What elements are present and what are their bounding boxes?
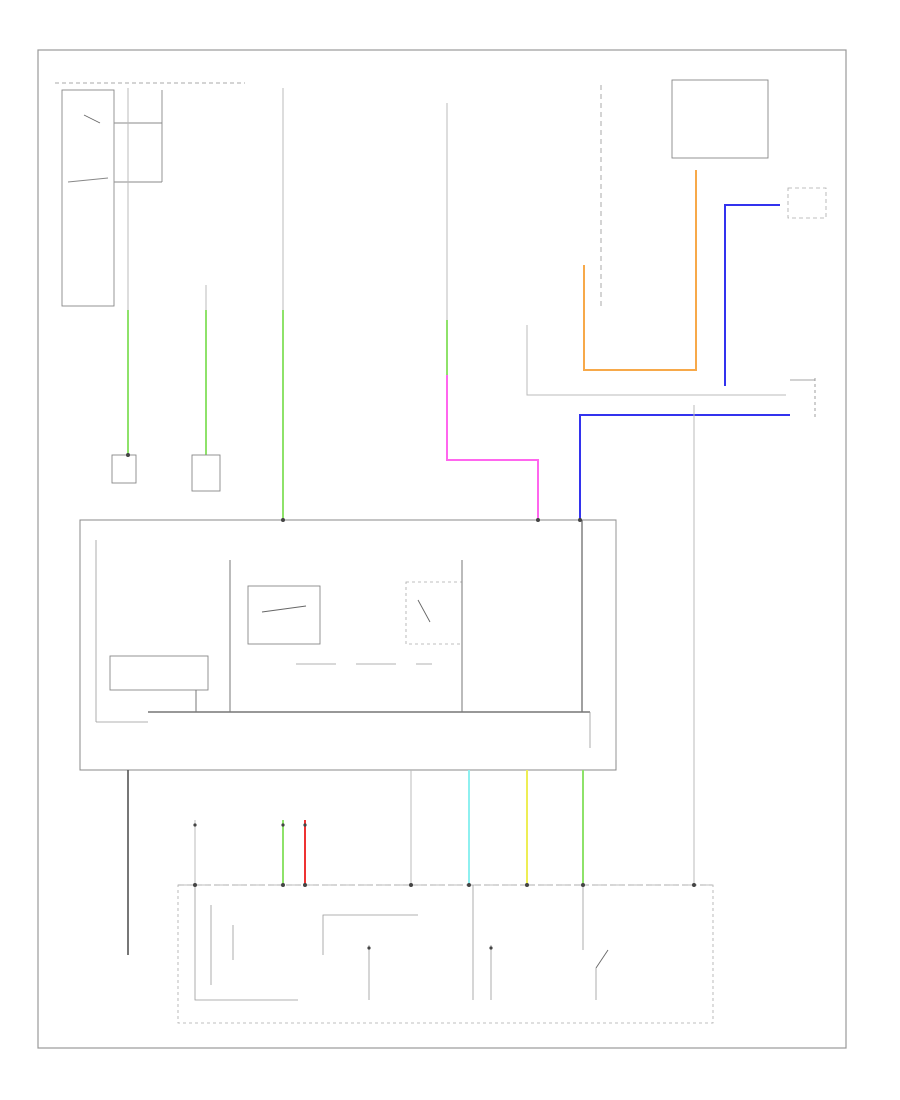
- junction-dot: [193, 823, 197, 827]
- pink-wire: [446, 375, 539, 520]
- junction-dot: [536, 518, 540, 522]
- junction-dot: [303, 823, 307, 827]
- switch-component-2: [191, 454, 221, 492]
- lower-wire-3: [194, 885, 298, 1001]
- junction-dot: [581, 883, 585, 887]
- junction-dot: [367, 946, 371, 950]
- junction-dot: [489, 946, 493, 950]
- junction-dot: [525, 883, 529, 887]
- sensor-box: [787, 187, 827, 219]
- junction-dot: [126, 453, 130, 457]
- relay-1-switch: [261, 605, 307, 613]
- junction-dot: [409, 883, 413, 887]
- junction-dot: [467, 883, 471, 887]
- switch-component-1: [111, 454, 137, 484]
- relay-2-box: [405, 581, 463, 645]
- relay-1-box: [247, 585, 321, 645]
- junction-dot: [578, 518, 582, 522]
- lower-switch-contact: [595, 949, 609, 969]
- relay-2-switch: [417, 599, 431, 623]
- junction-dot: [303, 883, 307, 887]
- orange-wire: [583, 170, 697, 371]
- junction-dot: [193, 883, 197, 887]
- relay-coil-wire: [67, 177, 109, 183]
- blue-wire-2: [579, 414, 790, 520]
- fuse-relay-box: [61, 89, 115, 307]
- junction-dot: [281, 883, 285, 887]
- blue-wire-1: [724, 204, 780, 386]
- junction-dot: [692, 883, 696, 887]
- relay-switch: [83, 114, 101, 124]
- junction-dot: [281, 823, 285, 827]
- gray-wire-a: [526, 325, 786, 396]
- control-unit-box: [79, 519, 617, 771]
- lower-switch-assembly: [177, 884, 714, 1024]
- lower-wire-6: [322, 914, 418, 955]
- diagram-frame: [37, 49, 847, 1049]
- sensor-module-box: [109, 655, 209, 691]
- junction-dot: [281, 518, 285, 522]
- control-module-box: [671, 79, 769, 159]
